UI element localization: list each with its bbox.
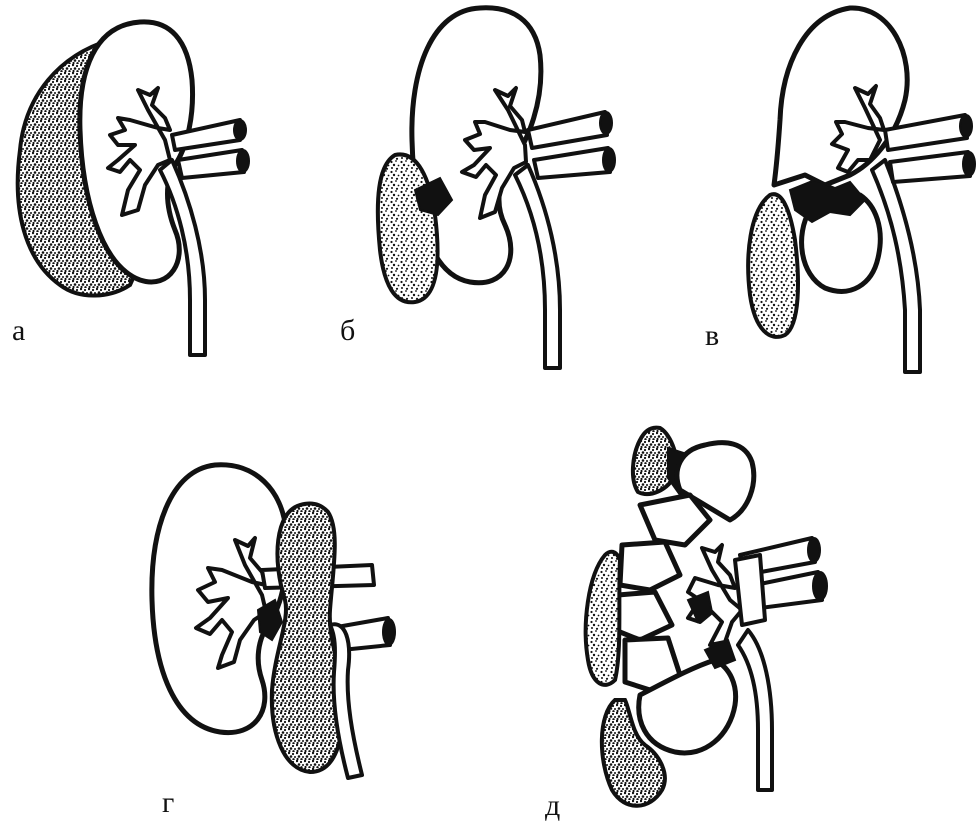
renal-vein <box>890 152 970 182</box>
panel-d: д <box>545 428 827 822</box>
panel-g: г <box>152 465 395 819</box>
kidney-upper-pole <box>774 8 907 185</box>
kidney-fragment <box>615 592 672 640</box>
panel-label-g: г <box>162 786 174 819</box>
retroperitoneal-hematoma <box>272 503 343 772</box>
panel-label-d: д <box>545 789 560 822</box>
renal-vein <box>178 150 244 178</box>
perirenal-hematoma <box>748 194 798 337</box>
ureter <box>515 165 560 368</box>
vessel-stump <box>735 555 765 625</box>
panel-label-a: а <box>12 314 25 347</box>
panel-label-v: в <box>705 319 719 352</box>
panel-b: б <box>340 8 615 368</box>
renal-artery <box>528 112 607 148</box>
lateral-hematoma <box>586 552 620 685</box>
panel-label-b: б <box>340 314 355 347</box>
kidney-fragment <box>620 542 680 590</box>
ureter <box>872 160 920 372</box>
panel-a: а <box>12 22 249 355</box>
ureter <box>738 630 772 790</box>
panel-v: в <box>705 8 975 372</box>
renal-vein <box>534 148 610 178</box>
